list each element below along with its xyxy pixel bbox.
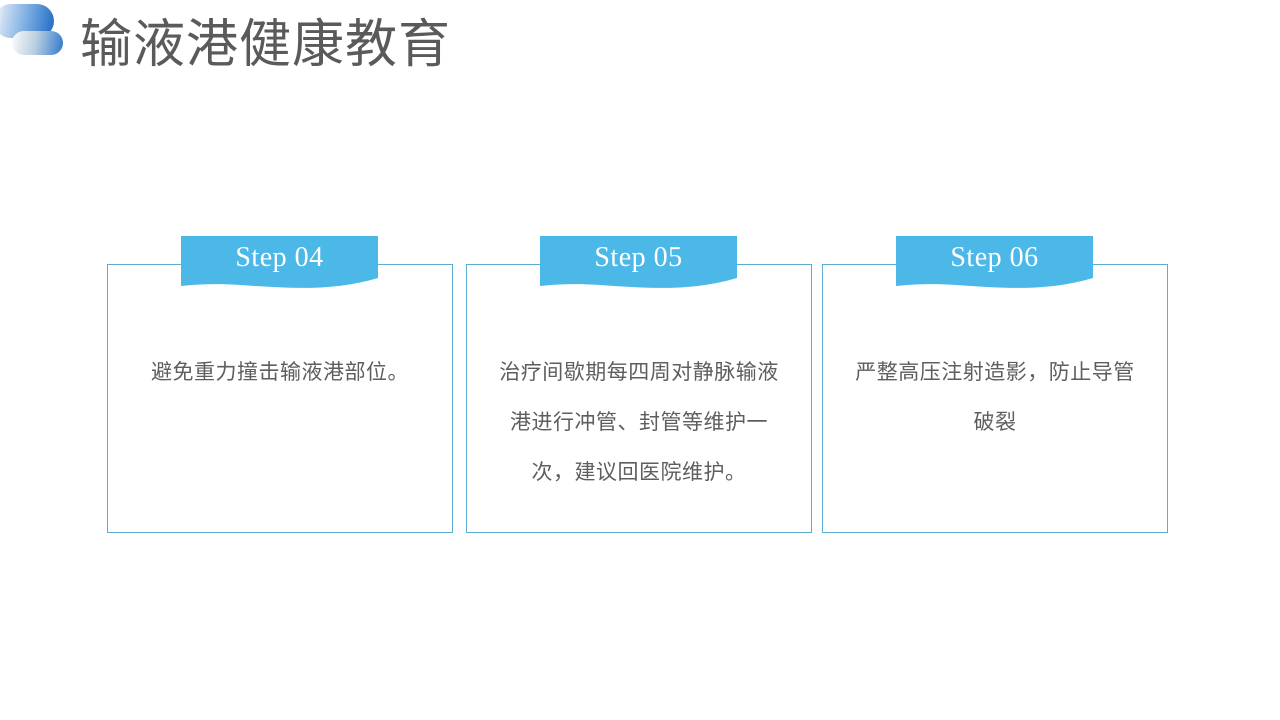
slide-header: 输液港健康教育 [0,0,1280,110]
step-card: 治疗间歇期每四周对静脉输液港进行冲管、封管等维护一次，建议回医院维护。 [466,264,812,533]
step-banner: Step 06 [896,236,1093,292]
page-title: 输液港健康教育 [80,17,452,74]
step-card-body: 严整高压注射造影，防止导管破裂 [855,360,1135,434]
step-banner: Step 04 [181,236,378,292]
step-cards-row: 避免重力撞击输液港部位。 治疗间歇期每四周对静脉输液港进行冲管、封管等维护一次，… [107,236,1168,536]
step-card: 避免重力撞击输液港部位。 [107,264,453,533]
wave-banner-icon [896,236,1093,288]
step-banner-label: Step 04 [235,242,324,273]
wave-banner-icon [181,236,378,288]
step-card-body: 治疗间歇期每四周对静脉输液港进行冲管、封管等维护一次，建议回医院维护。 [499,360,779,484]
cloud-logo [0,4,66,60]
step-card-body: 避免重力撞击输液港部位。 [151,360,409,384]
step-card: 严整高压注射造影，防止导管破裂 [822,264,1168,533]
step-banner-label: Step 06 [950,242,1039,273]
logo-bottom-shape-icon [12,31,63,55]
step-banner-label: Step 05 [594,242,683,273]
step-banner: Step 05 [540,236,737,292]
wave-banner-icon [540,236,737,288]
